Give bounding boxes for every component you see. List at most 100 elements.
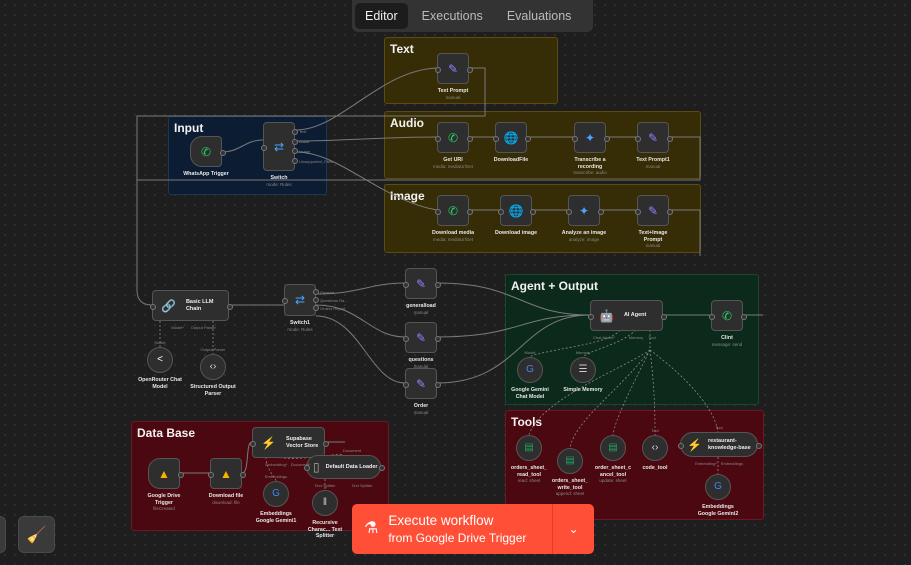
- input-port[interactable]: [498, 208, 504, 215]
- output-port[interactable]: [435, 335, 441, 342]
- output-port[interactable]: [435, 281, 441, 288]
- node-questions[interactable]: ✎: [403, 322, 441, 353]
- node-sheet-cancel[interactable]: ▤: [600, 435, 626, 461]
- node-download-file[interactable]: ▲: [208, 458, 246, 489]
- output-port[interactable]: [313, 297, 319, 303]
- input-port[interactable]: [588, 313, 594, 320]
- output-port[interactable]: [178, 471, 184, 478]
- output-port[interactable]: [323, 440, 329, 447]
- output-port[interactable]: [667, 135, 673, 142]
- robot-icon: 🤖: [599, 308, 614, 323]
- node-sheet-write[interactable]: ▤: [557, 448, 583, 474]
- input-port[interactable]: [435, 135, 441, 142]
- node-text-image-prompt[interactable]: ✎: [635, 195, 673, 226]
- output-label: Text: [299, 129, 307, 135]
- input-port[interactable]: [635, 135, 641, 142]
- input-port[interactable]: [150, 303, 156, 310]
- input-port[interactable]: [678, 442, 684, 449]
- output-port[interactable]: [292, 138, 298, 145]
- tidy-up-button[interactable]: 🧹: [18, 516, 55, 553]
- node-splitter[interactable]: ‖: [312, 490, 338, 516]
- output-port[interactable]: [379, 465, 385, 471]
- node-text-prompt[interactable]: ✎: [435, 53, 473, 84]
- output-port[interactable]: [525, 135, 531, 142]
- output-port[interactable]: [598, 208, 604, 215]
- input-port[interactable]: [403, 281, 409, 288]
- node-openrouter[interactable]: <: [147, 347, 173, 373]
- node-code-tool[interactable]: ‹›: [642, 435, 668, 461]
- node-clint[interactable]: ✆: [709, 300, 747, 331]
- node-generalload[interactable]: ✎: [403, 268, 441, 299]
- output-port[interactable]: [661, 313, 667, 320]
- node-order[interactable]: ✎: [403, 368, 441, 399]
- output-port[interactable]: [435, 381, 441, 388]
- input-port[interactable]: [403, 335, 409, 342]
- zoom-control-button[interactable]: [0, 516, 6, 553]
- input-port[interactable]: [493, 135, 499, 142]
- output-port[interactable]: [467, 208, 473, 215]
- node-ai-agent[interactable]: 🤖AI Agent: [588, 300, 667, 331]
- output-port[interactable]: [220, 149, 226, 156]
- node-analyze-image[interactable]: ✦: [566, 195, 604, 226]
- node-emb-gemini2[interactable]: G: [705, 474, 731, 500]
- output-port[interactable]: [292, 128, 298, 135]
- node-label: Simple Memory: [563, 387, 603, 393]
- input-port[interactable]: [282, 298, 288, 304]
- node-kb[interactable]: ⚡restaurant-knowledge-base: [678, 432, 762, 457]
- tab-editor[interactable]: Editor: [355, 3, 408, 29]
- node-gemini-chat[interactable]: G: [517, 357, 543, 383]
- node-switch[interactable]: ⇄: [261, 122, 295, 171]
- node-gdrive-trigger[interactable]: ▲: [148, 458, 184, 489]
- node-transcribe[interactable]: ✦: [572, 122, 610, 153]
- node-simple-memory[interactable]: ☰: [570, 357, 596, 383]
- output-port[interactable]: [467, 66, 473, 73]
- input-port[interactable]: [435, 66, 441, 73]
- input-port[interactable]: [435, 208, 441, 215]
- node-emb-gemini1[interactable]: G: [263, 481, 289, 507]
- output-port[interactable]: [604, 135, 610, 142]
- node-download-image[interactable]: 🌐: [498, 195, 536, 226]
- output-port[interactable]: [756, 442, 762, 449]
- output-port[interactable]: [240, 471, 246, 478]
- output-port[interactable]: [313, 305, 319, 311]
- node-data-loader[interactable]: ▯Default Data Loader: [304, 455, 385, 479]
- node-download-media[interactable]: ✆: [435, 195, 473, 226]
- node-get-url[interactable]: ✆: [435, 122, 473, 153]
- tab-executions[interactable]: Executions: [421, 9, 483, 23]
- node-wa-trigger[interactable]: ✆: [190, 136, 226, 167]
- input-port[interactable]: [208, 471, 214, 478]
- output-port[interactable]: [467, 135, 473, 142]
- output-port[interactable]: [313, 289, 319, 295]
- input-port[interactable]: [709, 313, 715, 320]
- code-icon: ‹›: [209, 361, 217, 372]
- input-port[interactable]: [566, 208, 572, 215]
- output-port[interactable]: [530, 208, 536, 215]
- tab-evaluations[interactable]: Evaluations: [506, 9, 572, 23]
- node-text-prompt1[interactable]: ✎: [635, 122, 673, 153]
- whatsapp-icon: ✆: [200, 144, 212, 159]
- node-output-parser[interactable]: ‹›: [200, 354, 226, 380]
- node-switch1[interactable]: ⇄: [282, 284, 316, 316]
- node-llm-chain[interactable]: 🔗Basic LLM Chain: [150, 290, 233, 321]
- input-port[interactable]: [403, 381, 409, 388]
- output-port[interactable]: [667, 208, 673, 215]
- sub-port-label: Memory: [628, 335, 644, 340]
- node-label: OpenRouter Chat Model: [138, 377, 182, 390]
- input-port[interactable]: [635, 208, 641, 215]
- input-port[interactable]: [261, 144, 267, 151]
- output-port[interactable]: [741, 313, 747, 320]
- output-port[interactable]: [227, 303, 233, 310]
- node-sheet-read[interactable]: ▤: [516, 435, 542, 461]
- input-port[interactable]: [572, 135, 578, 142]
- input-port[interactable]: [250, 440, 256, 447]
- node-download-file-audio[interactable]: 🌐: [493, 122, 531, 153]
- node-supabase-store[interactable]: ⚡Supabase Vector Store: [250, 427, 329, 458]
- execute-options-button[interactable]: ⌄: [552, 504, 594, 554]
